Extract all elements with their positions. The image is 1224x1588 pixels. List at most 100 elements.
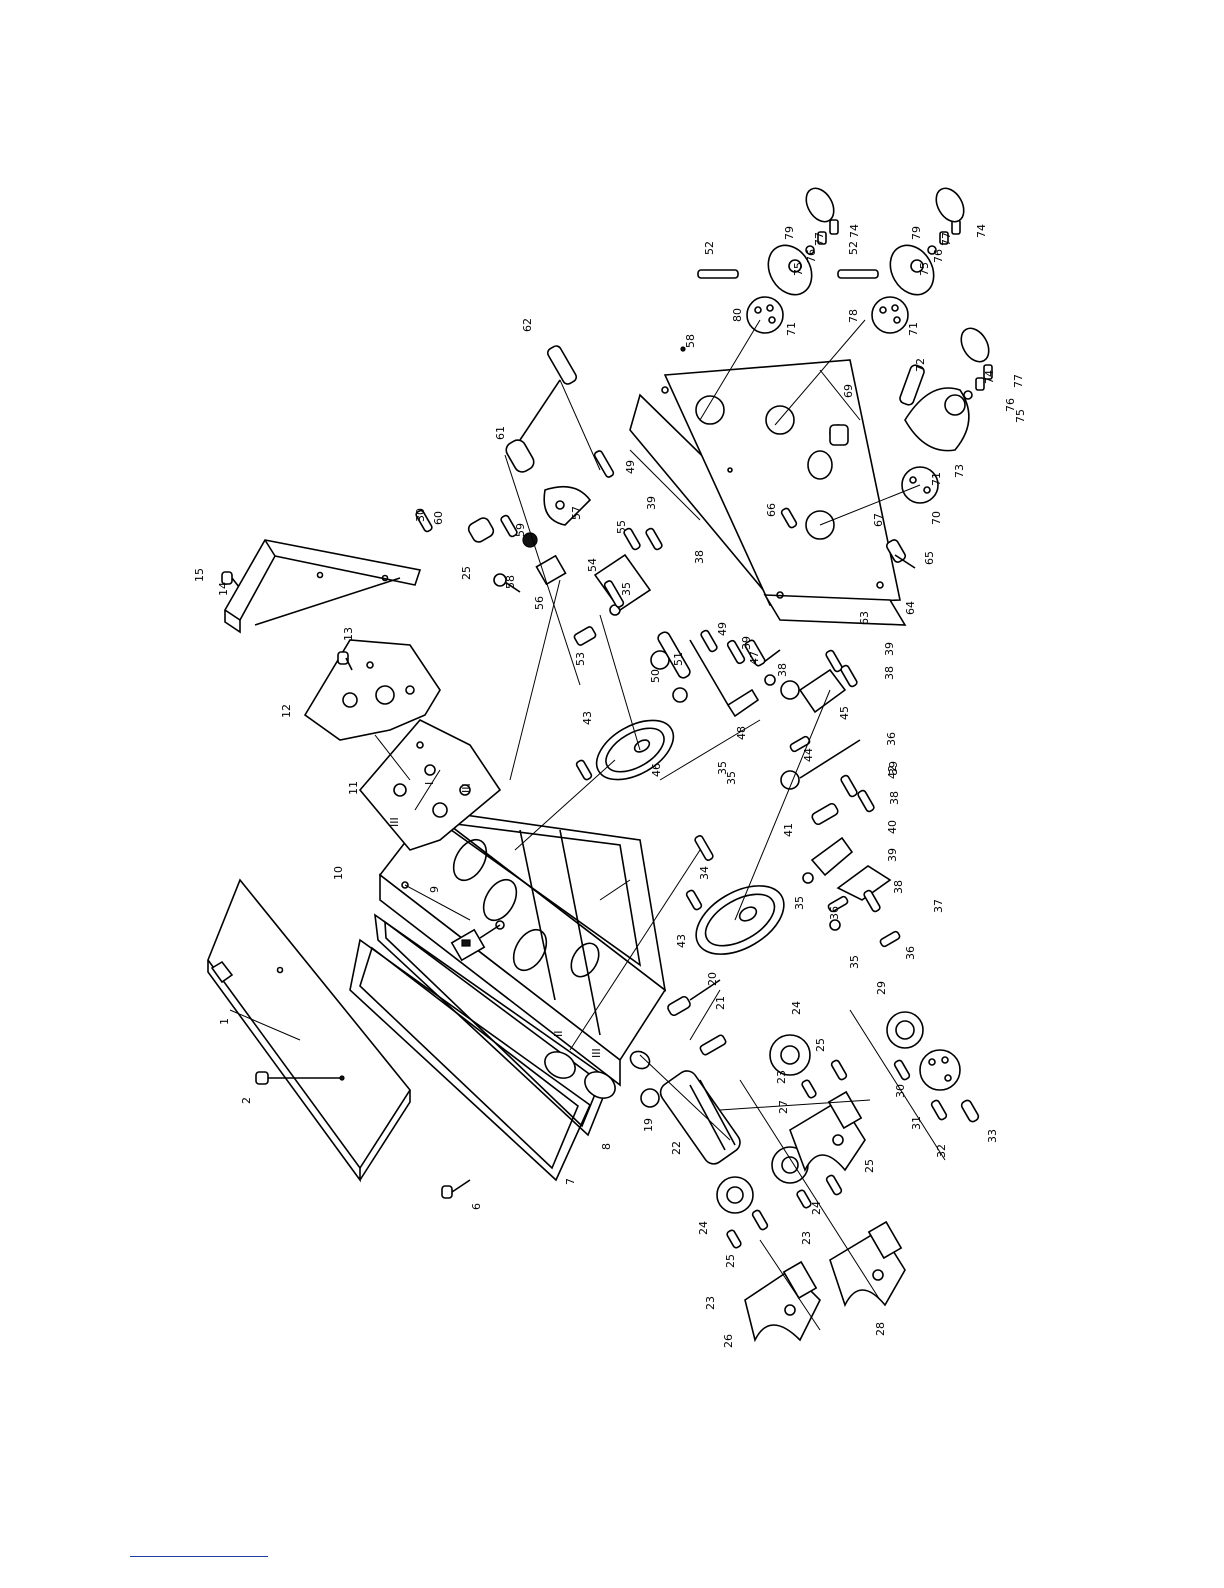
label-part-50: 50 — [649, 669, 662, 683]
part-fork-27 — [789, 1090, 866, 1172]
label-part-25b: 25 — [863, 1159, 876, 1173]
label-part-37: 37 — [932, 899, 945, 913]
part-dial-assembly-upper-right — [837, 187, 965, 334]
label-part-35c: 35 — [848, 955, 861, 969]
label-part-8: 8 — [600, 1143, 613, 1150]
label-part-2: 2 — [240, 1097, 253, 1104]
assembly-lines — [229, 319, 946, 1331]
part-cover-plate — [207, 878, 411, 1183]
part-handwheel-34 — [695, 885, 785, 955]
part-plate-12 — [303, 639, 441, 741]
label-part-54: 54 — [586, 558, 599, 572]
label-part-80: 80 — [731, 308, 744, 322]
label-part-20: 20 — [706, 972, 719, 986]
part-gearbox-housing — [378, 808, 667, 1099]
part-fork-28 — [829, 1220, 906, 1308]
label-part-46: 46 — [650, 763, 663, 777]
label-part-47: 47 — [748, 651, 761, 665]
label-part-21: 21 — [714, 996, 727, 1010]
part-gasket-8 — [373, 913, 611, 1137]
label-part-39e: 39 — [645, 496, 658, 510]
roman-mark-1-plate: I — [423, 782, 436, 785]
label-part-22: 22 — [670, 1141, 683, 1155]
label-part-49b: 49 — [624, 460, 637, 474]
label-part-74a: 74 — [983, 370, 996, 384]
label-part-51: 51 — [672, 652, 685, 666]
label-part-71c: 71 — [907, 322, 920, 336]
label-part-56: 56 — [533, 596, 546, 610]
label-part-35e: 35 — [620, 582, 633, 596]
label-part-42: 42 — [886, 765, 899, 779]
part-handwheel-46 — [595, 719, 675, 781]
part-shaft-assembly — [640, 979, 741, 1165]
label-part-43b: 43 — [581, 711, 594, 725]
label-part-28: 28 — [874, 1322, 887, 1336]
label-part-23c: 23 — [775, 1070, 788, 1084]
label-part-25c: 25 — [814, 1038, 827, 1052]
label-part-6: 6 — [470, 1203, 483, 1210]
label-part-49a: 49 — [716, 622, 729, 636]
label-part-77c: 77 — [940, 232, 953, 246]
label-part-19: 19 — [642, 1118, 655, 1132]
label-part-36b: 36 — [904, 946, 917, 960]
label-part-44: 44 — [802, 748, 815, 762]
part-fork-26 — [744, 1260, 821, 1343]
roman-mark-3-plate: III — [460, 783, 473, 793]
label-part-25d: 25 — [460, 566, 473, 580]
label-part-58b: 58 — [684, 334, 697, 348]
label-part-62: 62 — [521, 318, 534, 332]
label-part-12: 12 — [280, 704, 293, 718]
part-lever-assemblies — [415, 345, 901, 948]
label-part-35a: 35 — [725, 771, 738, 785]
label-part-32: 32 — [935, 1144, 948, 1158]
label-part-7: 7 — [564, 1178, 577, 1185]
label-part-55: 55 — [615, 520, 628, 534]
label-part-40: 40 — [886, 820, 899, 834]
part-gasket-7 — [349, 938, 591, 1182]
label-part-61: 61 — [494, 426, 507, 440]
label-part-38b: 38 — [888, 791, 901, 805]
label-part-14: 14 — [217, 582, 230, 596]
label-part-75c: 75 — [918, 262, 931, 276]
label-part-41: 41 — [782, 823, 795, 837]
label-part-29: 29 — [875, 981, 888, 995]
label-part-73: 73 — [953, 464, 966, 478]
label-part-27: 27 — [777, 1100, 790, 1114]
label-part-76a: 76 — [1004, 398, 1017, 412]
label-part-67: 67 — [872, 513, 885, 527]
label-part-38a: 38 — [892, 880, 905, 894]
label-part-38e: 38 — [693, 550, 706, 564]
part-labels: 1 2 6 7 8 9 10 11 12 13 14 15 19 20 21 2… — [193, 224, 1027, 1348]
label-part-64: 64 — [904, 601, 917, 615]
label-part-39c: 39 — [883, 642, 896, 656]
label-part-58a: 58 — [504, 575, 517, 589]
label-part-77b: 77 — [813, 232, 826, 246]
label-part-13: 13 — [342, 627, 355, 641]
label-part-71a: 71 — [930, 472, 943, 486]
label-part-75a: 75 — [1014, 409, 1027, 423]
label-part-75b: 75 — [792, 262, 805, 276]
label-part-23a: 23 — [704, 1296, 717, 1310]
label-part-74b: 74 — [848, 224, 861, 238]
label-part-35d: 35 — [716, 761, 729, 775]
label-part-11: 11 — [347, 781, 360, 795]
label-part-25a: 25 — [724, 1254, 737, 1268]
label-part-1: 1 — [218, 1018, 231, 1025]
label-part-69: 69 — [842, 384, 855, 398]
part-screw-13 — [337, 651, 353, 671]
label-part-79b: 79 — [910, 226, 923, 240]
label-part-45: 45 — [838, 706, 851, 720]
roman-mark-3-housing: III — [590, 1048, 603, 1058]
label-part-52a: 52 — [703, 241, 716, 255]
label-part-34: 34 — [698, 866, 711, 880]
label-part-31: 31 — [910, 1116, 923, 1130]
label-part-10: 10 — [332, 866, 345, 880]
part-screw-6 — [441, 1179, 471, 1199]
label-part-26: 26 — [722, 1334, 735, 1348]
label-part-78: 78 — [847, 309, 860, 323]
label-part-39a: 39 — [886, 848, 899, 862]
label-part-24a: 24 — [697, 1221, 710, 1235]
label-part-33: 33 — [986, 1129, 999, 1143]
label-part-38d: 38 — [776, 663, 789, 677]
